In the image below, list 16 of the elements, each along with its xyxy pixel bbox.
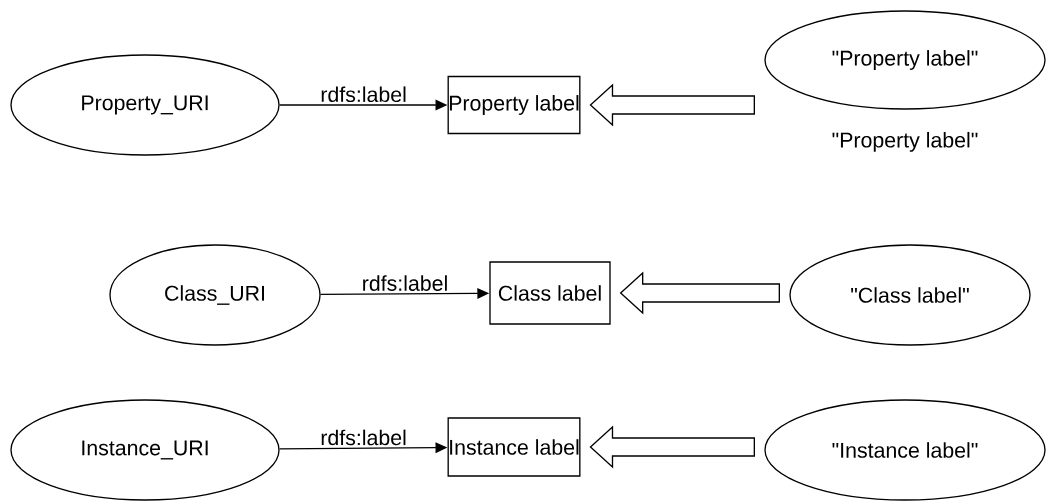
edge-label: rdfs:label: [319, 85, 409, 104]
ellipse-node: Class_URI: [109, 244, 321, 346]
ellipse-node: Property_URI: [10, 54, 280, 156]
ellipse-node: Instance_URI: [10, 399, 280, 501]
beside-text: "Property label": [832, 131, 978, 152]
edge-label: rdfs:label: [318, 428, 409, 447]
edge-label: rdfs:label: [360, 273, 450, 293]
block-arrow: [589, 425, 755, 469]
block-arrow: [589, 83, 755, 127]
label-box: Instance label: [447, 417, 581, 477]
block-arrow: [619, 271, 780, 315]
label-box: Property label: [447, 75, 581, 135]
ellipse-node: "Class label": [789, 244, 1031, 346]
ellipse-node: "Property label": [764, 10, 1046, 110]
label-box: Class label: [489, 261, 611, 325]
ellipse-node: "Instance label": [764, 399, 1046, 501]
